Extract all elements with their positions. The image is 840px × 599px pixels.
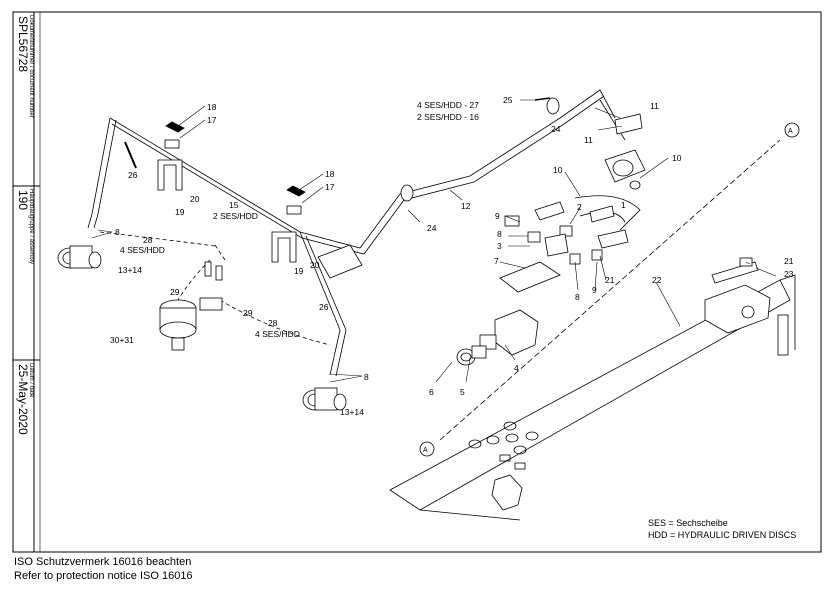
- protection-notice-de: ISO Schutzvermerk 16016 beachten: [14, 556, 192, 568]
- callout-label: 24: [551, 124, 561, 134]
- pump-assembly: [604, 113, 646, 190]
- hydraulic-motor-left: [57, 245, 102, 269]
- callout-label: 19: [294, 266, 304, 276]
- brackets: [124, 121, 363, 279]
- callout-label: 10: [672, 153, 682, 163]
- callout-label: 12: [461, 201, 471, 211]
- callout-label: 5: [460, 387, 465, 397]
- callout-label: 2: [577, 202, 582, 212]
- section-marker-a-top: [784, 122, 800, 138]
- callout-label: 26: [319, 302, 329, 312]
- callout-label: 25: [503, 95, 513, 105]
- callout-label: 2 SES/HDD: [213, 211, 258, 221]
- callout-label: 10: [553, 165, 563, 175]
- callout-label: 20: [190, 194, 200, 204]
- hose-routing: [87, 89, 781, 441]
- hydraulic-motor-bottom: [302, 387, 347, 411]
- callout-label: 17: [325, 182, 335, 192]
- callout-label: 21: [605, 275, 615, 285]
- callout-label: 22: [652, 275, 662, 285]
- valve-block: [456, 309, 539, 366]
- callout-label: A: [423, 447, 428, 454]
- callout-label: A: [788, 128, 793, 135]
- callout-label: 13+14: [118, 265, 142, 275]
- callout-label: 28: [143, 235, 153, 245]
- callout-label: 6: [429, 387, 434, 397]
- callout-label: 28: [268, 318, 278, 328]
- legend-hdd: HDD = HYDRAULIC DRIVEN DISCS: [648, 530, 797, 540]
- protection-notice-en: Refer to protection notice ISO 16016: [14, 570, 193, 582]
- gearbox: [704, 257, 771, 334]
- callout-label: 4 SES/HDD - 27: [417, 100, 479, 110]
- fittings-center: [499, 201, 629, 293]
- callout-label: 2 SES/HDD - 16: [417, 112, 479, 122]
- callout-label: 8: [575, 292, 580, 302]
- hydraulic-motor-center: [159, 261, 223, 351]
- date-value: 25-May-2020: [16, 364, 30, 435]
- callout-label: 13+14: [340, 407, 364, 417]
- callout-label: 4 SES/HDD: [255, 329, 300, 339]
- callout-label: 8: [115, 227, 120, 237]
- deck-plate: [389, 274, 796, 521]
- callout-label: 11: [650, 101, 659, 111]
- section-marker-a-bottom: [419, 441, 435, 457]
- callout-label: 9: [592, 285, 597, 295]
- callout-label: 9: [495, 211, 500, 221]
- callout-label: 4: [514, 363, 519, 373]
- assembly-number: 190: [16, 190, 30, 211]
- callout-label: 21: [784, 256, 794, 266]
- callout-label: 26: [128, 170, 138, 180]
- callout-label: 8: [364, 372, 369, 382]
- callout-label: 11: [584, 135, 593, 145]
- callout-label: 23: [784, 269, 794, 279]
- callout-label: 4 SES/HDD: [120, 245, 165, 255]
- callout-label: 19: [175, 207, 185, 217]
- doc-number: SPL56728: [16, 16, 30, 73]
- legend-ses: SES = Sechscheibe: [648, 518, 728, 528]
- callout-label: 1: [621, 200, 626, 210]
- callout-label: 15: [229, 200, 239, 210]
- callout-label: 29: [243, 308, 253, 318]
- callout-label: 3: [497, 241, 502, 251]
- callout-label: 29: [170, 287, 180, 297]
- callout-label: 17: [207, 115, 217, 125]
- sheet-frame: [12, 11, 822, 553]
- callout-label: 20: [310, 260, 320, 270]
- callout-label: 18: [325, 169, 335, 179]
- callout-label: 18: [207, 102, 217, 112]
- callout-label: 30+31: [110, 335, 134, 345]
- callout-label: 7: [494, 256, 499, 266]
- callout-label: 24: [427, 223, 437, 233]
- leader-lines: [91, 99, 777, 383]
- callout-label: 8: [497, 229, 502, 239]
